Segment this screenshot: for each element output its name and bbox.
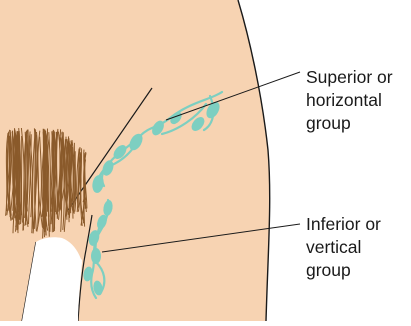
inferior-group-label: Inferior or vertical group [306, 213, 381, 282]
superior-group-label: Superior or horizontal group [306, 66, 393, 135]
lymph-node [91, 248, 101, 264]
